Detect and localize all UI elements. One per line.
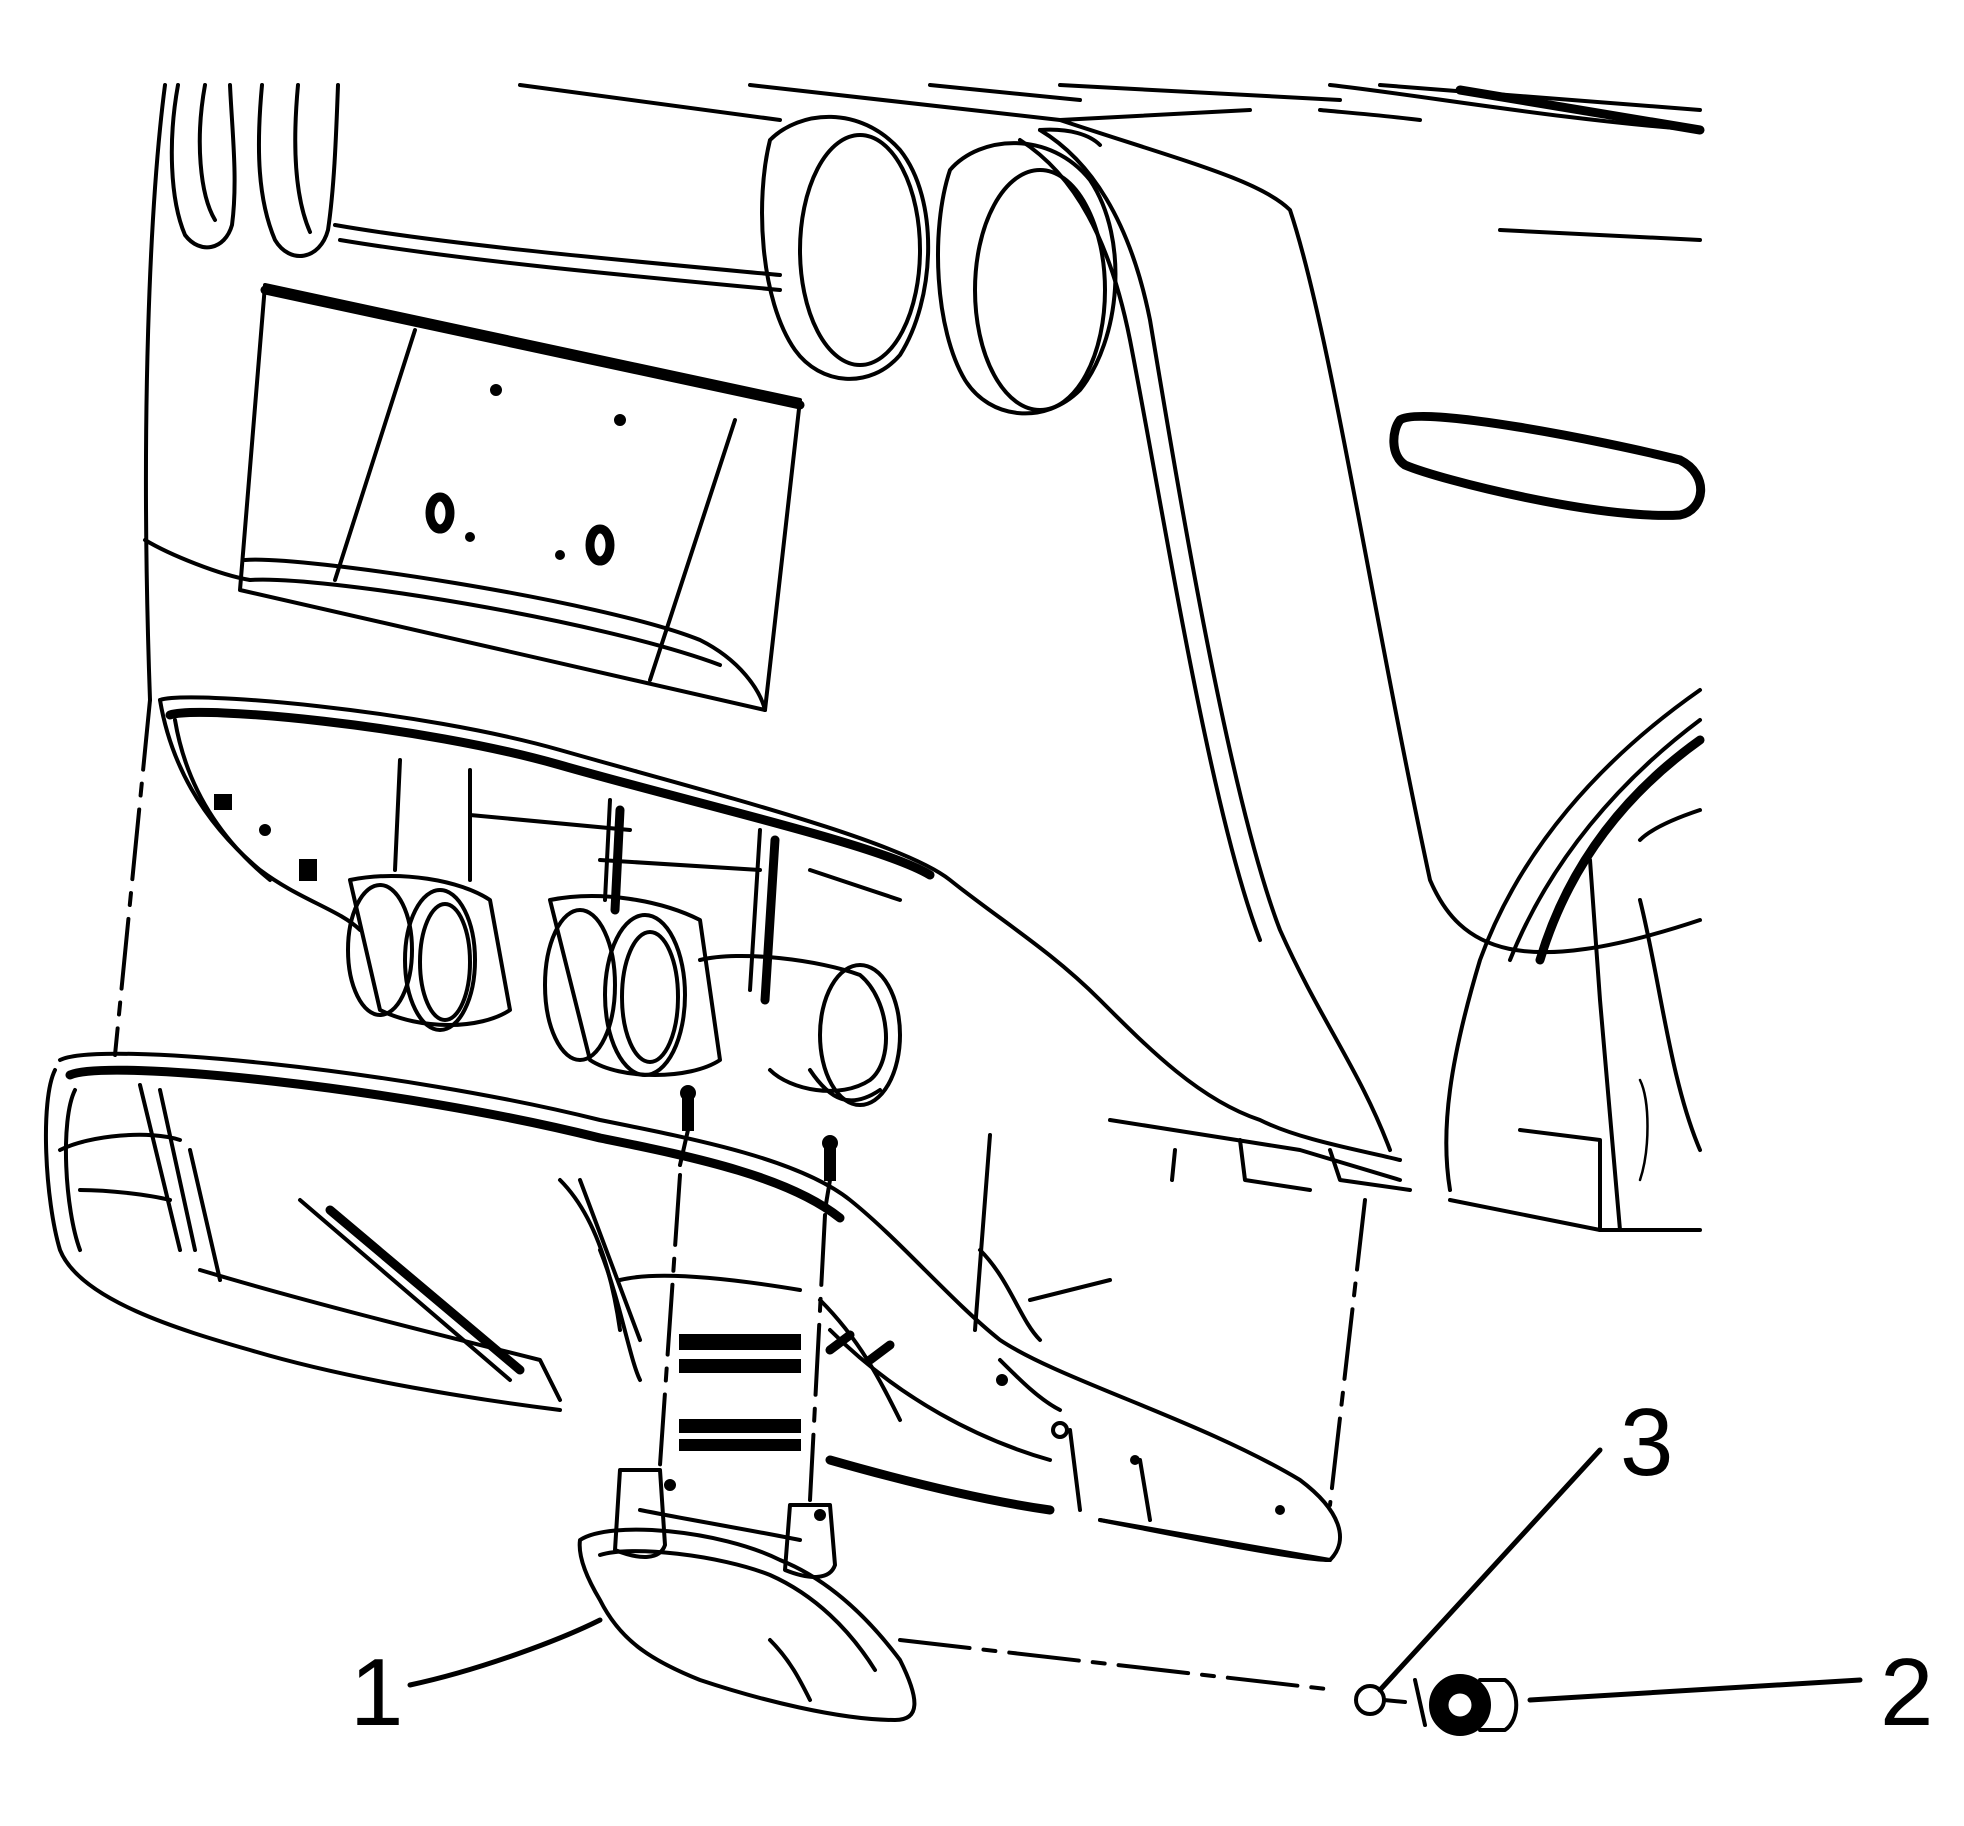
lower-exhaust-cavity [158, 695, 1402, 1162]
callout-3: 3 [1620, 1389, 1673, 1496]
rear-fascia [143, 83, 1706, 1232]
upper-exhaust-outlets [760, 114, 1118, 416]
nut [1413, 1674, 1519, 1736]
mounting-studs [678, 1085, 838, 1212]
callout-1: 1 [350, 1639, 403, 1746]
assembly-lines [113, 698, 1367, 1692]
callout-labels: 1 2 3 [350, 1389, 1933, 1746]
callout-2: 2 [1880, 1639, 1933, 1746]
license-plate-recess [238, 283, 805, 712]
rear-diffuser [43, 1051, 1412, 1562]
exhaust-tip-bezel [577, 1468, 917, 1722]
callout-leaders [407, 1447, 1863, 1703]
washer [1354, 1684, 1407, 1716]
